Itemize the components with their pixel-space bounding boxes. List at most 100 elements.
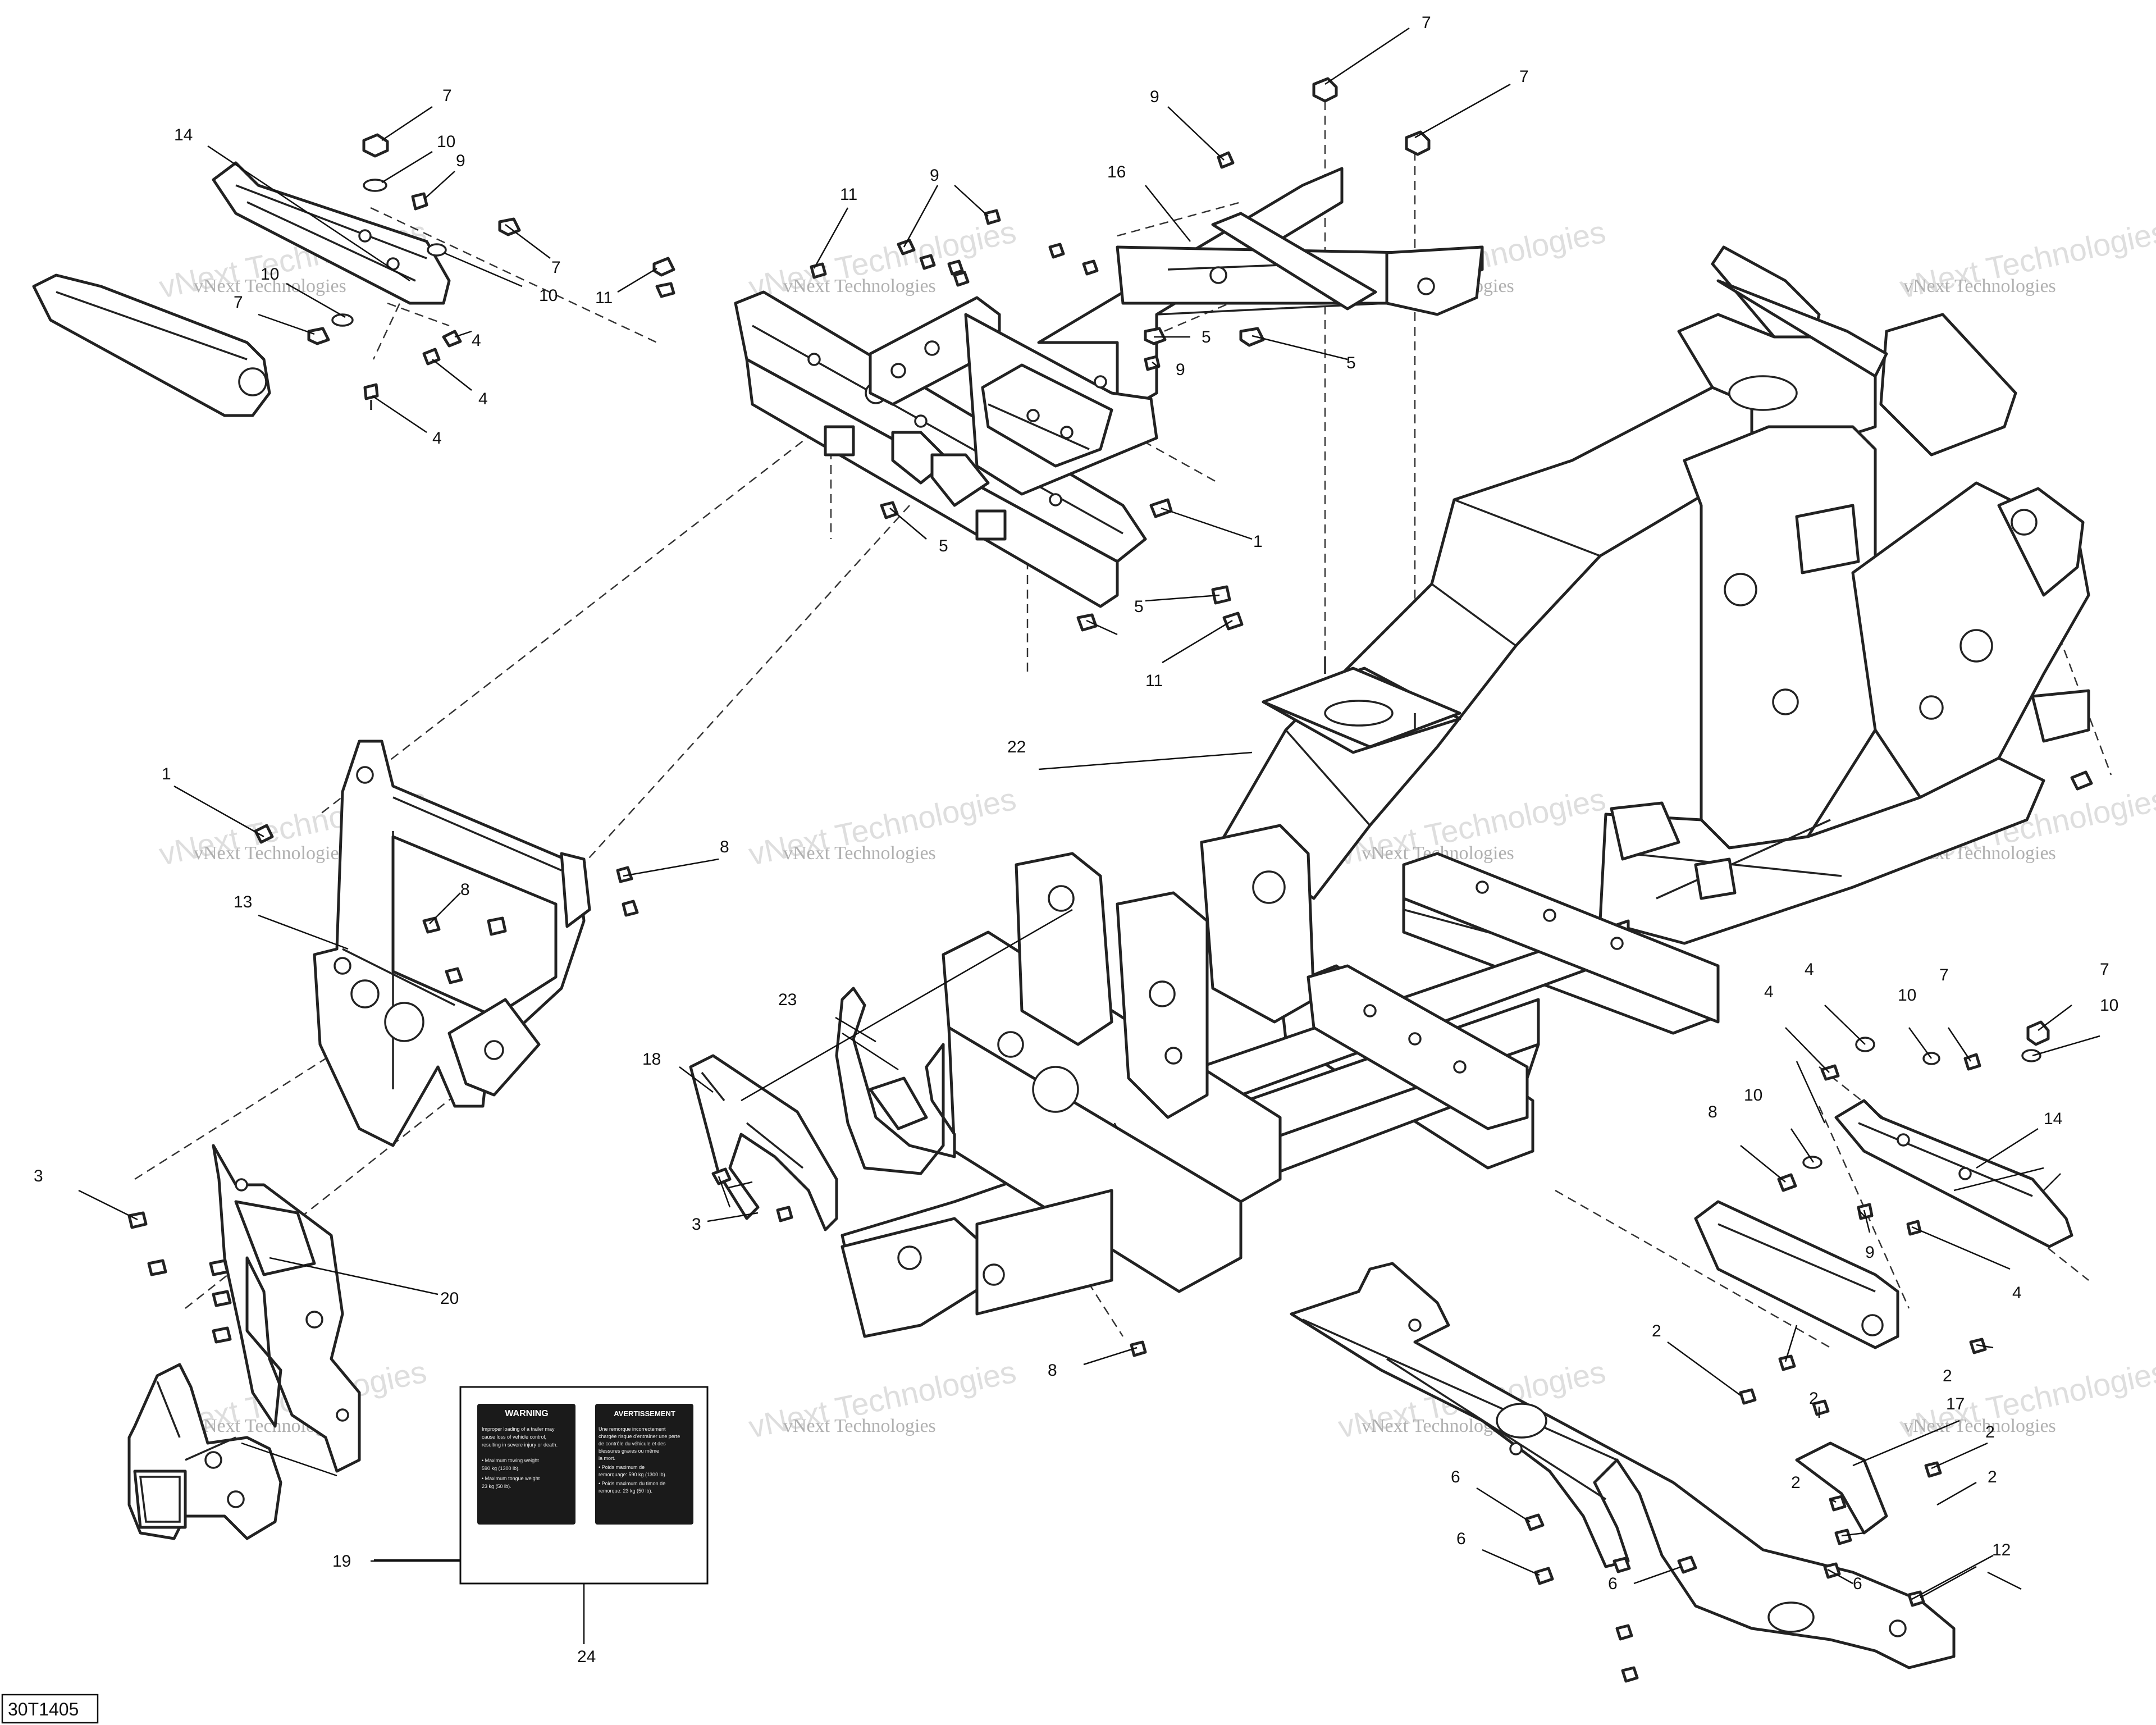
callout-9: 9	[1176, 360, 1185, 379]
callout-6: 6	[1456, 1530, 1466, 1548]
callout-10: 10	[261, 265, 279, 284]
decal-left-heading: WARNING	[505, 1409, 548, 1418]
watermark-line1: vNext Technologies	[783, 1416, 936, 1436]
decal-right-line: remorquage: 590 kg (1300 lb).	[599, 1472, 666, 1477]
watermark-line1: vNext Technologies	[783, 276, 936, 296]
callout-4: 4	[2012, 1284, 2022, 1302]
callout-4: 4	[478, 390, 488, 408]
part-receiver	[127, 1363, 282, 1540]
callout-14: 14	[174, 126, 193, 144]
callout-24: 24	[577, 1648, 596, 1666]
callout-7: 7	[1422, 13, 1431, 32]
callout-10: 10	[539, 286, 558, 305]
callout-8: 8	[720, 838, 729, 856]
callout-10: 10	[2100, 996, 2118, 1015]
decal-right-heading: AVERTISSEMENT	[614, 1409, 675, 1418]
part-skid-arm-right	[1694, 1099, 2073, 1349]
callout-7: 7	[1519, 67, 1529, 86]
callout-7: 7	[442, 86, 452, 105]
decal-left-line: resulting in severe injury or death.	[482, 1442, 558, 1448]
decal-left-line: • Maximum towing weight	[482, 1458, 539, 1463]
callout-8: 8	[460, 880, 470, 899]
leader-lines-extra	[374, 1559, 585, 1644]
callout-10: 10	[437, 133, 455, 151]
callout-1: 1	[1253, 532, 1263, 551]
callout-10: 10	[1744, 1086, 1762, 1105]
callout-2: 2	[1943, 1367, 1952, 1385]
callout-9: 9	[456, 152, 465, 170]
watermark-line1: vNext Technologies	[1903, 276, 2056, 296]
callout-10: 10	[1898, 986, 1916, 1005]
callout-6: 6	[1608, 1575, 1618, 1593]
watermark-line1: vNext Technologies	[783, 843, 936, 864]
decal-left-line: • Maximum tongue weight	[482, 1476, 540, 1481]
callout-17: 17	[1946, 1395, 1965, 1413]
decal-right-line: blessures graves ou même	[599, 1448, 659, 1454]
decal-right-line: • Poids maximum de	[599, 1464, 645, 1470]
callout-23: 23	[778, 991, 797, 1009]
decal-box: WARNING Improper loading of a trailer ma…	[459, 1386, 709, 1585]
leader-lines	[78, 27, 2100, 1600]
callout-3: 3	[34, 1167, 43, 1185]
decal-left-line: cause loss of vehicle control,	[482, 1434, 546, 1440]
part-bracket-18	[689, 1054, 838, 1231]
part-hitch-cross-member	[734, 290, 1158, 608]
callout-4: 4	[432, 429, 442, 448]
callout-11: 11	[840, 185, 857, 204]
decal-right-line: remorque: 23 kg (50 lb).	[599, 1488, 652, 1494]
callout-11: 11	[1145, 672, 1163, 690]
callout-7: 7	[234, 293, 243, 312]
decal-right-line: chargée risque d'entraîner une perte	[599, 1434, 680, 1439]
callout-5: 5	[939, 537, 948, 555]
callout-2: 2	[1809, 1389, 1819, 1408]
part-hitch-bracket	[313, 740, 591, 1147]
callout-7: 7	[2100, 960, 2109, 979]
callout-20: 20	[440, 1289, 459, 1308]
decal-warning-en: WARNING Improper loading of a trailer ma…	[477, 1404, 575, 1525]
decal-right-line: la mort.	[599, 1455, 615, 1461]
callout-9: 9	[1865, 1243, 1875, 1262]
part-lower-arm	[1290, 1262, 1956, 1669]
callout-4: 4	[472, 331, 481, 350]
decal-left-line: Improper loading of a trailer may	[482, 1426, 555, 1432]
callout-7: 7	[551, 258, 561, 277]
callout-14: 14	[2044, 1110, 2062, 1128]
callout-5: 5	[1202, 328, 1211, 346]
callout-4: 4	[1805, 960, 1814, 979]
callout-1: 1	[162, 765, 171, 783]
decal-right-line: • Poids maximum du timon de	[599, 1481, 665, 1486]
callout-12: 12	[1992, 1541, 2011, 1559]
decal-left-line: 590 kg (1300 lb).	[482, 1466, 520, 1471]
diagram-code: 30T1405	[8, 1699, 79, 1719]
callout-6: 6	[1451, 1468, 1460, 1486]
callout-22: 22	[1007, 738, 1026, 756]
callout-3: 3	[692, 1215, 701, 1234]
callout-19: 19	[332, 1552, 351, 1571]
callout-6: 6	[1853, 1575, 1862, 1593]
callout-16: 16	[1107, 163, 1126, 181]
part-bracket-23	[835, 987, 956, 1175]
callout-9: 9	[930, 166, 939, 185]
watermark-line1: vNext Technologies	[194, 276, 346, 296]
callout-7: 8	[1708, 1103, 1718, 1121]
decal-right-line: Une remorque incorrectement	[599, 1426, 666, 1432]
diagram-code-box: 30T1405	[1, 1694, 99, 1724]
part-upper-rear-frame	[1037, 167, 1484, 417]
callout-5: 5	[1134, 597, 1144, 616]
callout-18: 18	[642, 1050, 661, 1069]
fasteners	[127, 77, 2093, 1683]
callout-13: 13	[234, 893, 252, 911]
callout-2: 2	[1985, 1423, 1995, 1441]
callout-2: 2	[1791, 1473, 1801, 1492]
decal-left-line: 23 kg (50 lb).	[482, 1484, 511, 1489]
callout-9: 9	[1150, 88, 1159, 106]
callout-11: 11	[595, 289, 613, 307]
callout-7: 7	[1939, 966, 1949, 984]
part-main-frame	[841, 245, 2090, 1338]
callout-5: 5	[1346, 354, 1356, 372]
part-lower-plate	[212, 1144, 361, 1473]
callout-2: 2	[1652, 1322, 1661, 1340]
callout-2: 2	[1988, 1468, 1997, 1486]
watermark-line1: vNext Technologies	[194, 843, 346, 864]
